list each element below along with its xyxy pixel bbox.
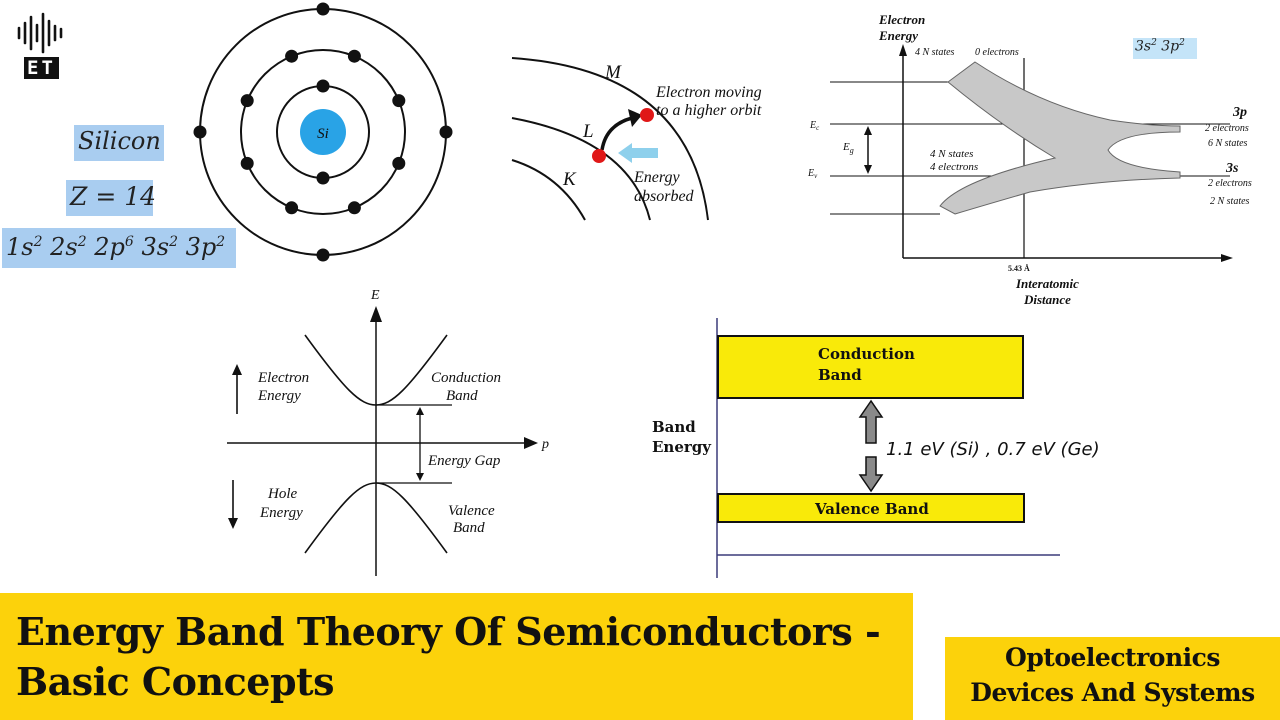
- bf-ec: Ec: [809, 120, 820, 132]
- bf-x-label-1: Interatomic: [1015, 276, 1079, 291]
- atomic-number-chip: Z = 14: [66, 180, 157, 216]
- bf-s-states: 2 N states: [1210, 196, 1250, 207]
- orbit-m: [511, 57, 709, 221]
- atom-shells: [199, 8, 447, 256]
- e-axis-label: E: [370, 288, 380, 303]
- electron: [285, 49, 299, 63]
- electron: [193, 125, 207, 139]
- electron: [240, 94, 254, 108]
- jump-arrow: [600, 116, 633, 151]
- conduction-curve-smooth: [304, 334, 448, 406]
- electron-configuration: 1s2 2s2 2p6 3s2 3p2: [6, 233, 226, 261]
- bf-spacing: 5.43 Å: [1008, 264, 1030, 273]
- electron: [240, 156, 254, 170]
- nucleus-label: Si: [317, 126, 329, 142]
- bf-top-electrons: 0 electrons: [975, 47, 1019, 58]
- ep-hole-2: Energy: [259, 505, 303, 521]
- electron: [316, 2, 330, 16]
- series-line-1: Optoelectronics: [1005, 643, 1220, 672]
- electron: [285, 201, 299, 215]
- sound-wave-icon: [17, 12, 63, 54]
- absorbed-note-2: absorbed: [634, 188, 695, 205]
- bf-p-level: 3p: [1232, 105, 1247, 120]
- jump-arrow-head: [628, 109, 642, 127]
- shell-3: [199, 8, 447, 256]
- orbit-l: [511, 117, 651, 221]
- electrons: [193, 2, 453, 262]
- ep-gap: Energy Gap: [427, 453, 501, 469]
- ep-conduction-2: Band: [446, 388, 478, 404]
- ep-valence-1: Valence: [448, 503, 495, 519]
- bf-mid-electrons: 4 electrons: [930, 161, 978, 173]
- electron: [347, 49, 361, 63]
- bf-mid-states: 4 N states: [930, 148, 973, 160]
- logo: ET: [14, 12, 70, 82]
- conduction-label-1: Conduction: [818, 345, 915, 363]
- ep-electron-2: Energy: [257, 388, 301, 404]
- bf-s-electrons: 2 electrons: [1208, 178, 1252, 189]
- bf-ev: Ev: [807, 168, 818, 180]
- conduction-band: [717, 335, 1024, 399]
- p-axis-label: p: [541, 437, 549, 452]
- element-name: Silicon: [78, 127, 161, 155]
- electron-outer: [640, 108, 654, 122]
- ep-hole-1: Hole: [267, 486, 298, 502]
- ep-electron-1: Electron: [257, 370, 309, 386]
- electron: [316, 171, 330, 185]
- electron: [316, 79, 330, 93]
- logo-text: ET: [24, 57, 59, 79]
- element-chip: Silicon: [74, 125, 164, 161]
- gap-value: 1.1 eV (Si) , 0.7 eV (Ge): [886, 439, 1100, 460]
- valence-band: [717, 493, 1025, 523]
- band-y-label-1: Band: [652, 418, 696, 436]
- ep-valence-2: Band: [453, 520, 485, 536]
- conduction-label-2: Band: [818, 366, 862, 384]
- nucleus: [300, 109, 346, 155]
- valence-label: Valence Band: [814, 500, 929, 518]
- title-line-2: Basic Concepts: [16, 659, 335, 704]
- shell-1: [276, 85, 370, 179]
- title-line-1: Energy Band Theory Of Semiconductors -: [16, 609, 881, 654]
- ep-conduction-1: Conduction: [431, 370, 501, 386]
- orbit-note-1: Electron moving: [655, 84, 762, 101]
- shell-2: [240, 49, 406, 215]
- bf-top-states: 4 N states: [915, 47, 955, 58]
- bf-x-label-2: Distance: [1023, 292, 1071, 307]
- absorbed-note-1: Energy: [633, 169, 681, 186]
- band-y-label-2: Energy: [652, 438, 712, 456]
- shell-label-m: M: [604, 62, 622, 83]
- title-banner: Energy Band Theory Of Semiconductors - B…: [0, 593, 913, 720]
- atomic-number: Z = 14: [70, 182, 157, 211]
- orbital-chip: 3s2 3p2: [1133, 38, 1197, 59]
- orbit-note-2: to a higher orbit: [656, 102, 762, 119]
- series-banner: Optoelectronics Devices And Systems: [945, 637, 1280, 720]
- bf-p-electrons: 2 electrons: [1205, 123, 1249, 134]
- electron-inner: [592, 149, 606, 163]
- bf-s-level: 3s: [1225, 161, 1239, 176]
- energy-band-shape: [939, 61, 1181, 215]
- valence-curve: [304, 482, 448, 554]
- electron: [392, 156, 406, 170]
- electron: [392, 94, 406, 108]
- down-arrow: [858, 456, 884, 493]
- electron: [439, 125, 453, 139]
- orbit-k: [511, 159, 586, 221]
- electron: [347, 201, 361, 215]
- bf-y-label-2: Energy: [878, 28, 918, 43]
- shell-label-l: L: [582, 121, 594, 142]
- up-arrow: [858, 399, 884, 444]
- bf-y-label-1: Electron: [878, 12, 925, 27]
- configuration-chip: 1s2 2s2 2p6 3s2 3p2: [2, 228, 236, 268]
- electron: [316, 248, 330, 262]
- series-line-2: Devices And Systems: [970, 678, 1255, 707]
- energy-absorbed-arrow: [618, 143, 658, 163]
- bf-eg: Eg: [842, 141, 854, 155]
- shell-label-k: K: [562, 169, 577, 190]
- bf-p-states: 6 N states: [1208, 138, 1248, 149]
